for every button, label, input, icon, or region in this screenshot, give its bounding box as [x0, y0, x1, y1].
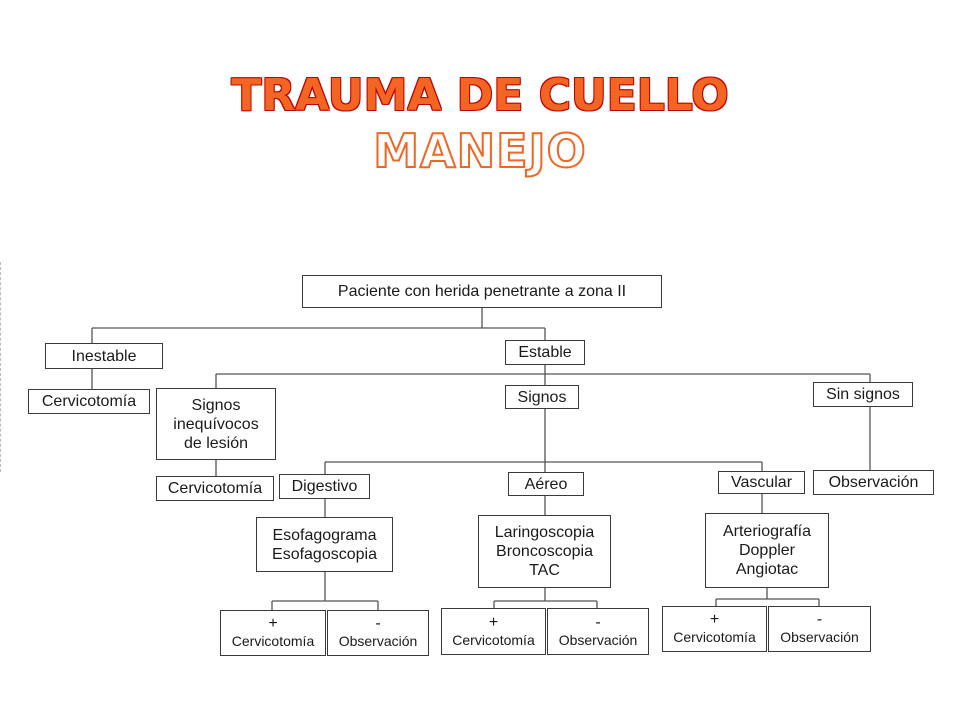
node-signos-inequivocos: Signos inequívocos de lesión	[156, 388, 276, 460]
node-vascular-estudios: Arteriografía Doppler Angiotac	[705, 513, 829, 588]
leaf-aereo-cervicotomia: + Cervicotomía	[441, 608, 546, 655]
node-inestable: Inestable	[45, 343, 163, 369]
leaf-label: Cervicotomía	[673, 629, 756, 645]
node-digestivo: Digestivo	[279, 474, 370, 499]
leaf-label: Cervicotomía	[231, 633, 315, 649]
node-aereo-estudios: Laringoscopia Broncoscopia TAC	[478, 515, 611, 588]
leaf-vascular-observacion: - Observación	[768, 606, 871, 652]
leaf-label: Observación	[780, 629, 859, 645]
leaf-digestivo-observacion: - Observación	[327, 610, 429, 656]
node-observacion-sin-signos: Observación	[813, 470, 934, 495]
minus-sign: -	[595, 613, 601, 631]
plus-sign: +	[268, 615, 278, 632]
leaf-label: Observación	[338, 633, 418, 649]
scan-edge-mark	[0, 262, 4, 472]
node-digestivo-estudios: Esofagograma Esofagoscopia	[256, 517, 393, 572]
node-estable: Estable	[505, 340, 585, 365]
node-cervicotomia-signos: Cervicotomía	[156, 476, 274, 501]
leaf-label: Cervicotomía	[452, 631, 535, 648]
node-aereo: Aéreo	[508, 472, 584, 496]
slide-subtitle: MANEJO	[372, 123, 587, 179]
minus-sign: -	[816, 611, 823, 628]
plus-sign: +	[488, 613, 499, 631]
leaf-digestivo-cervicotomia: + Cervicotomía	[220, 610, 326, 656]
node-root: Paciente con herida penetrante a zona II	[302, 275, 662, 308]
leaf-aereo-observacion: - Observación	[547, 608, 649, 655]
minus-sign: -	[375, 615, 381, 632]
node-cervicotomia-inestable: Cervicotomía	[28, 389, 150, 414]
leaf-vascular-cervicotomia: + Cervicotomía	[662, 606, 767, 652]
node-vascular: Vascular	[718, 471, 805, 494]
plus-sign: +	[709, 611, 720, 628]
leaf-label: Observación	[558, 631, 638, 648]
node-sin-signos: Sin signos	[813, 382, 913, 407]
node-signos: Signos	[505, 385, 579, 409]
slide-title: TRAUMA DE CUELLO	[231, 70, 729, 121]
